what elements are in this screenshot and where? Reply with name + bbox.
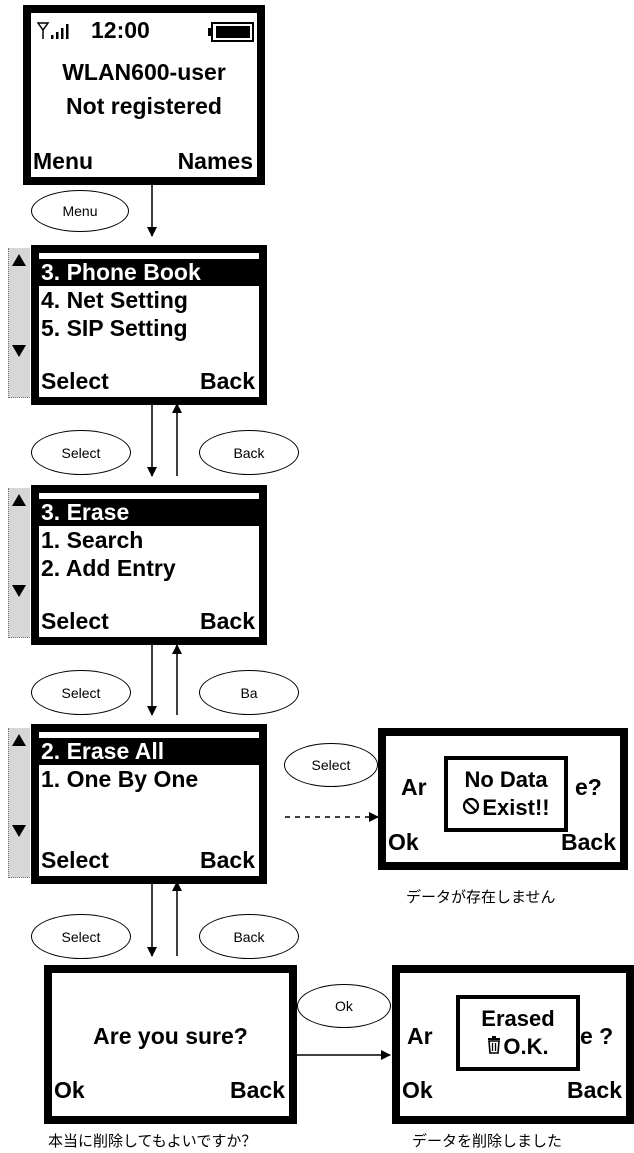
- menu-item-search[interactable]: 1. Search: [41, 527, 144, 553]
- softkey-menu[interactable]: Menu: [33, 148, 94, 174]
- softkey-select[interactable]: Select: [41, 608, 109, 634]
- idle-screen: 12:00 WLAN600-user Not registered Menu N…: [23, 5, 265, 185]
- erase-menu-screen: 2. Erase All 1. One By One Select Back: [31, 724, 267, 884]
- menu-item-sip-setting[interactable]: 5. SIP Setting: [41, 315, 188, 341]
- menu-item-one-by-one[interactable]: 1. One By One: [41, 766, 199, 792]
- softkey-select[interactable]: Select: [41, 368, 109, 394]
- scroll-down-icon: [12, 345, 26, 357]
- key-select-side[interactable]: Select: [284, 743, 378, 787]
- popup-line-2: O.K.: [503, 1034, 549, 1059]
- confirm-caption: 本当に削除してもよいですか？: [48, 1133, 257, 1150]
- registration-status: Not registered: [66, 93, 222, 119]
- softkey-back[interactable]: Back: [200, 847, 255, 873]
- key-menu[interactable]: Menu: [31, 190, 129, 232]
- confirm-screen: Are you sure? Ok Back: [44, 965, 297, 1124]
- key-select-3[interactable]: Select: [31, 914, 131, 959]
- scroll-up-icon: [12, 254, 26, 266]
- trash-icon: [487, 1033, 501, 1061]
- menu-item-net-setting[interactable]: 4. Net Setting: [41, 287, 188, 313]
- softkey-back[interactable]: Back: [230, 1077, 285, 1103]
- erased-popup: Erased O.K.: [456, 995, 580, 1071]
- bg-question-left: Ar: [401, 774, 427, 800]
- softkey-ok[interactable]: Ok: [402, 1077, 433, 1103]
- scrollbar-erase-menu[interactable]: [8, 728, 30, 878]
- popup-line-2: Exist!!: [482, 795, 550, 820]
- key-select-1[interactable]: Select: [31, 430, 131, 475]
- softkey-ok[interactable]: Ok: [388, 829, 419, 855]
- scroll-down-icon: [12, 825, 26, 837]
- bg-question-right: e?: [575, 774, 602, 800]
- status-time: 12:00: [91, 17, 150, 43]
- main-menu-screen: 3. Phone Book 4. Net Setting 5. SIP Sett…: [31, 245, 267, 405]
- menu-item-erase-all[interactable]: 2. Erase All: [39, 738, 259, 765]
- erased-caption: データを削除しました: [412, 1133, 563, 1150]
- confirm-question: Are you sure?: [93, 1023, 248, 1049]
- scroll-down-icon: [12, 585, 26, 597]
- phonebook-menu-screen: 3. Erase 1. Search 2. Add Entry Select B…: [31, 485, 267, 645]
- scrollbar-main-menu[interactable]: [8, 248, 30, 398]
- key-ok[interactable]: Ok: [297, 984, 391, 1028]
- softkey-select[interactable]: Select: [41, 847, 109, 873]
- no-data-popup: No Data Exist!!: [444, 756, 568, 832]
- menu-item-erase[interactable]: 3. Erase: [39, 499, 259, 526]
- key-back-3[interactable]: Back: [199, 914, 299, 959]
- user-name: WLAN600-user: [62, 59, 226, 85]
- no-data-caption: データが存在しません: [406, 889, 556, 906]
- antenna-signal-icon: [36, 21, 75, 46]
- softkey-back[interactable]: Back: [567, 1077, 622, 1103]
- bg-question-right: e ?: [580, 1023, 614, 1049]
- softkey-back[interactable]: Back: [200, 368, 255, 394]
- softkey-back[interactable]: Back: [561, 829, 616, 855]
- key-select-2[interactable]: Select: [31, 670, 131, 715]
- popup-line-1: Erased: [481, 1006, 555, 1031]
- popup-line-1: No Data: [464, 767, 548, 792]
- battery-icon: [207, 22, 255, 47]
- softkey-ok[interactable]: Ok: [54, 1077, 85, 1103]
- menu-item-add-entry[interactable]: 2. Add Entry: [41, 555, 176, 581]
- bg-question-left: Ar: [407, 1023, 433, 1049]
- softkey-back[interactable]: Back: [200, 608, 255, 634]
- scrollbar-phonebook-menu[interactable]: [8, 488, 30, 638]
- scroll-up-icon: [12, 734, 26, 746]
- key-back-2[interactable]: Ba: [199, 670, 299, 715]
- key-back-1[interactable]: Back: [199, 430, 299, 475]
- prohibited-icon: [462, 794, 480, 822]
- menu-item-phone-book[interactable]: 3. Phone Book: [39, 259, 259, 286]
- scroll-up-icon: [12, 494, 26, 506]
- softkey-names[interactable]: Names: [177, 148, 253, 174]
- erased-screen: Ar e ? Ok Back: [392, 965, 634, 1124]
